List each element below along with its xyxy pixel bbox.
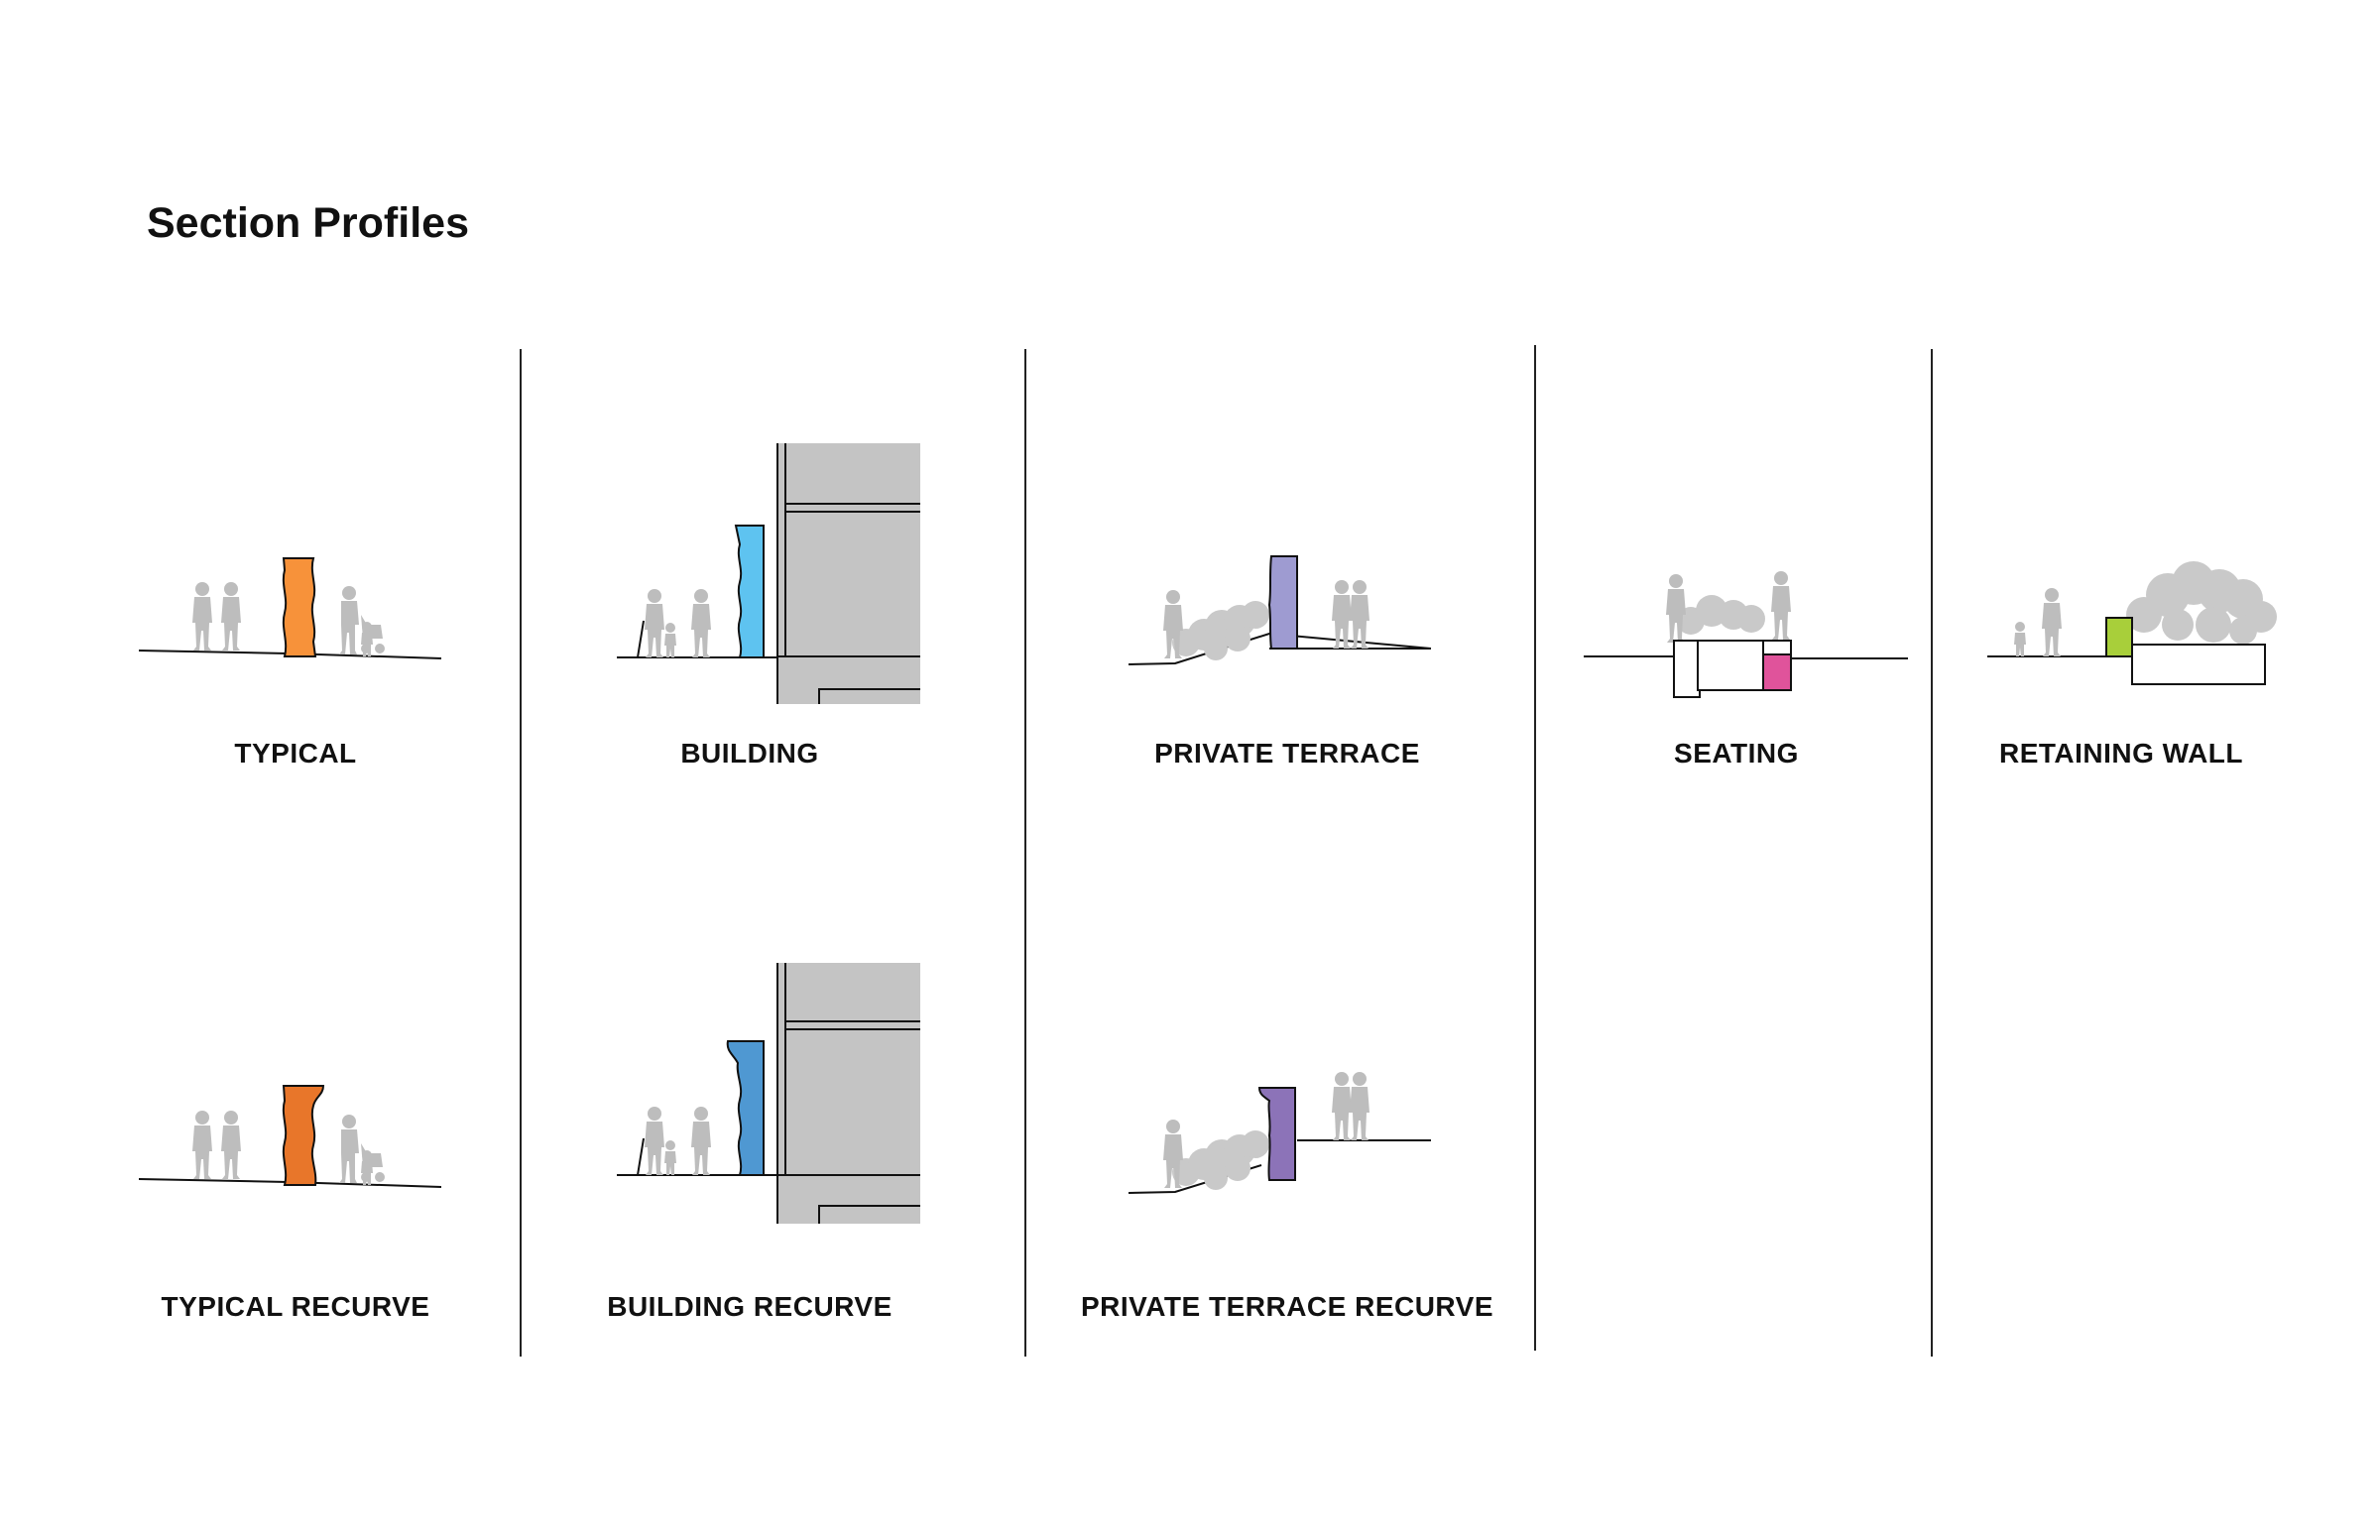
typical-wall-section: [282, 557, 317, 657]
building-wall-section: [734, 525, 765, 658]
pedestrian-silhouette: [2014, 588, 2062, 656]
label-private-terrace-recurve: PRIVATE TERRACE RECURVE: [1081, 1291, 1493, 1322]
planter-box: [2131, 644, 2266, 685]
building-recurve-wall-section: [726, 1040, 765, 1176]
building-mass: [777, 963, 920, 1224]
shrub-silhouette: [1677, 595, 1765, 635]
seat-footing: [1673, 640, 1701, 698]
pedestrian-silhouette: [645, 1107, 711, 1175]
label-building-recurve: BUILDING RECURVE: [607, 1291, 892, 1322]
shrub-silhouette: [1172, 1130, 1269, 1190]
building-mass: [777, 443, 920, 704]
private-terrace-recurve-wall-section: [1257, 1087, 1296, 1181]
profile-typical: TYPICAL: [138, 557, 442, 769]
shrub-silhouette: [1172, 601, 1269, 660]
label-typical-recurve: TYPICAL RECURVE: [162, 1291, 430, 1322]
pedestrian-silhouette: [645, 589, 711, 657]
profile-building: BUILDING: [617, 443, 920, 769]
label-seating: SEATING: [1674, 738, 1799, 769]
profile-private-terrace: PRIVATE TERRACE: [1128, 555, 1432, 769]
label-retaining-wall: RETAINING WALL: [1999, 738, 2243, 769]
page-title: Section Profiles: [147, 199, 469, 247]
label-typical: TYPICAL: [234, 738, 356, 769]
typical-recurve-wall-section: [282, 1085, 325, 1186]
label-building: BUILDING: [680, 738, 818, 769]
column-dividers: [520, 345, 1933, 1357]
shrub-silhouette: [2126, 561, 2277, 645]
retaining-wall-section: [2105, 617, 2133, 657]
seat-cap: [1762, 640, 1792, 655]
profile-retaining-wall: RETAINING WALL: [1987, 561, 2277, 769]
profile-private-terrace-recurve: PRIVATE TERRACE RECURVE: [1081, 1072, 1493, 1322]
profile-typical-recurve: TYPICAL RECURVE: [138, 1085, 442, 1322]
private-terrace-wall-section: [1267, 555, 1298, 650]
label-private-terrace: PRIVATE TERRACE: [1154, 738, 1420, 769]
profile-seating: SEATING: [1584, 571, 1908, 769]
profile-building-recurve: BUILDING RECURVE: [607, 963, 920, 1322]
seating-wall-section: [1762, 653, 1792, 691]
